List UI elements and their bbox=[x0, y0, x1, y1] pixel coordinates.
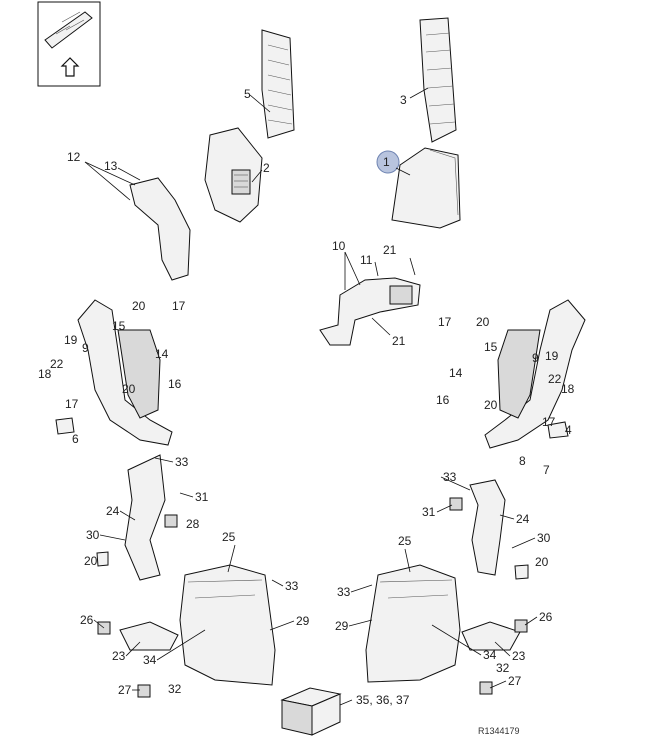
callout-6: 6 bbox=[72, 432, 79, 446]
callout-17-l1: 17 bbox=[172, 299, 186, 313]
callout-19-l: 19 bbox=[64, 333, 78, 347]
callout-5: 5 bbox=[244, 87, 251, 101]
callout-19-r: 19 bbox=[545, 349, 559, 363]
callout-29-r: 29 bbox=[335, 619, 349, 633]
callout-21-top: 21 bbox=[383, 243, 397, 257]
callout-27-l: 27 bbox=[118, 683, 132, 697]
callout-34-r: 34 bbox=[483, 648, 497, 662]
callout-33-r2: 33 bbox=[337, 585, 351, 599]
callout-16-r: 16 bbox=[436, 393, 450, 407]
callout-8: 8 bbox=[519, 454, 526, 468]
callout-28: 28 bbox=[186, 517, 200, 531]
part-25-right bbox=[365, 564, 528, 695]
callout-15-l: 15 bbox=[112, 319, 126, 333]
callout-15-r: 15 bbox=[484, 340, 498, 354]
callout-16-l: 16 bbox=[168, 377, 182, 391]
callout-12: 12 bbox=[67, 150, 81, 164]
callout-32-r: 32 bbox=[496, 661, 510, 675]
callout-7: 7 bbox=[543, 463, 550, 477]
callout-31-l: 31 bbox=[195, 490, 209, 504]
part-12-bracket bbox=[84, 161, 191, 281]
callout-22-l: 22 bbox=[50, 357, 64, 371]
callout-1: 1 bbox=[383, 155, 390, 169]
callout-20-r1: 20 bbox=[476, 315, 490, 329]
callout-17-r1: 17 bbox=[438, 315, 452, 329]
callout-20-l2: 20 bbox=[122, 382, 136, 396]
callout-14-l: 14 bbox=[155, 347, 169, 361]
part-2-grille bbox=[204, 127, 263, 223]
leader-lines bbox=[93, 457, 538, 691]
callout-9-l: 9 bbox=[82, 341, 89, 355]
part-24-left bbox=[96, 454, 178, 581]
callout-32-l: 32 bbox=[168, 682, 182, 696]
callout-25-l: 25 bbox=[222, 530, 236, 544]
callout-24-r: 24 bbox=[516, 512, 530, 526]
part-25-left bbox=[97, 564, 276, 698]
part-10-bracket bbox=[319, 251, 421, 346]
part-3-panel bbox=[409, 17, 457, 143]
orientation-icon bbox=[37, 1, 101, 87]
parts-kit-box bbox=[280, 687, 353, 736]
callout-labels: 5 3 1 2 12 13 10 11 21 21 20 17 15 19 9 … bbox=[38, 87, 575, 736]
callout-33-l2: 33 bbox=[285, 579, 299, 593]
callout-17-l2: 17 bbox=[65, 397, 79, 411]
callout-35-36-37: 35, 36, 37 bbox=[356, 693, 410, 707]
reference-number: R1344179 bbox=[478, 726, 520, 736]
callout-34-l: 34 bbox=[143, 653, 157, 667]
callout-20-l1: 20 bbox=[132, 299, 146, 313]
callout-20-r3: 20 bbox=[535, 555, 549, 569]
callout-17-r2: 17 bbox=[542, 415, 556, 429]
part-24-right bbox=[449, 479, 529, 580]
callout-22-r: 22 bbox=[548, 372, 562, 386]
callout-23-l: 23 bbox=[112, 649, 126, 663]
callout-4: 4 bbox=[565, 423, 572, 437]
callout-30-l: 30 bbox=[86, 528, 100, 542]
callout-14-r: 14 bbox=[449, 366, 463, 380]
callout-24-l: 24 bbox=[106, 504, 120, 518]
callout-25-r: 25 bbox=[398, 534, 412, 548]
callout-2: 2 bbox=[263, 161, 270, 175]
callout-30-r: 30 bbox=[537, 531, 551, 545]
callout-33-r1: 33 bbox=[443, 470, 457, 484]
callout-18-l: 18 bbox=[38, 367, 52, 381]
part-5-panel bbox=[249, 29, 295, 139]
part-1-housing bbox=[376, 147, 461, 229]
callout-21-bottom: 21 bbox=[392, 334, 406, 348]
callout-10: 10 bbox=[332, 239, 346, 253]
callout-33-l1: 33 bbox=[175, 455, 189, 469]
callout-13: 13 bbox=[104, 159, 118, 173]
callout-29-l: 29 bbox=[296, 614, 310, 628]
callout-18-r: 18 bbox=[561, 382, 575, 396]
callout-20-l3: 20 bbox=[84, 554, 98, 568]
callout-20-r2: 20 bbox=[484, 398, 498, 412]
part-9-right-trim bbox=[484, 299, 586, 449]
part-9-left-trim bbox=[55, 299, 173, 446]
callout-26-l: 26 bbox=[80, 613, 94, 627]
callout-27-r: 27 bbox=[508, 674, 522, 688]
callout-31-r: 31 bbox=[422, 505, 436, 519]
callout-11: 11 bbox=[360, 253, 373, 267]
callout-26-r: 26 bbox=[539, 610, 553, 624]
callout-9-r: 9 bbox=[532, 351, 539, 365]
callout-23-r: 23 bbox=[512, 649, 526, 663]
callout-3: 3 bbox=[400, 93, 407, 107]
